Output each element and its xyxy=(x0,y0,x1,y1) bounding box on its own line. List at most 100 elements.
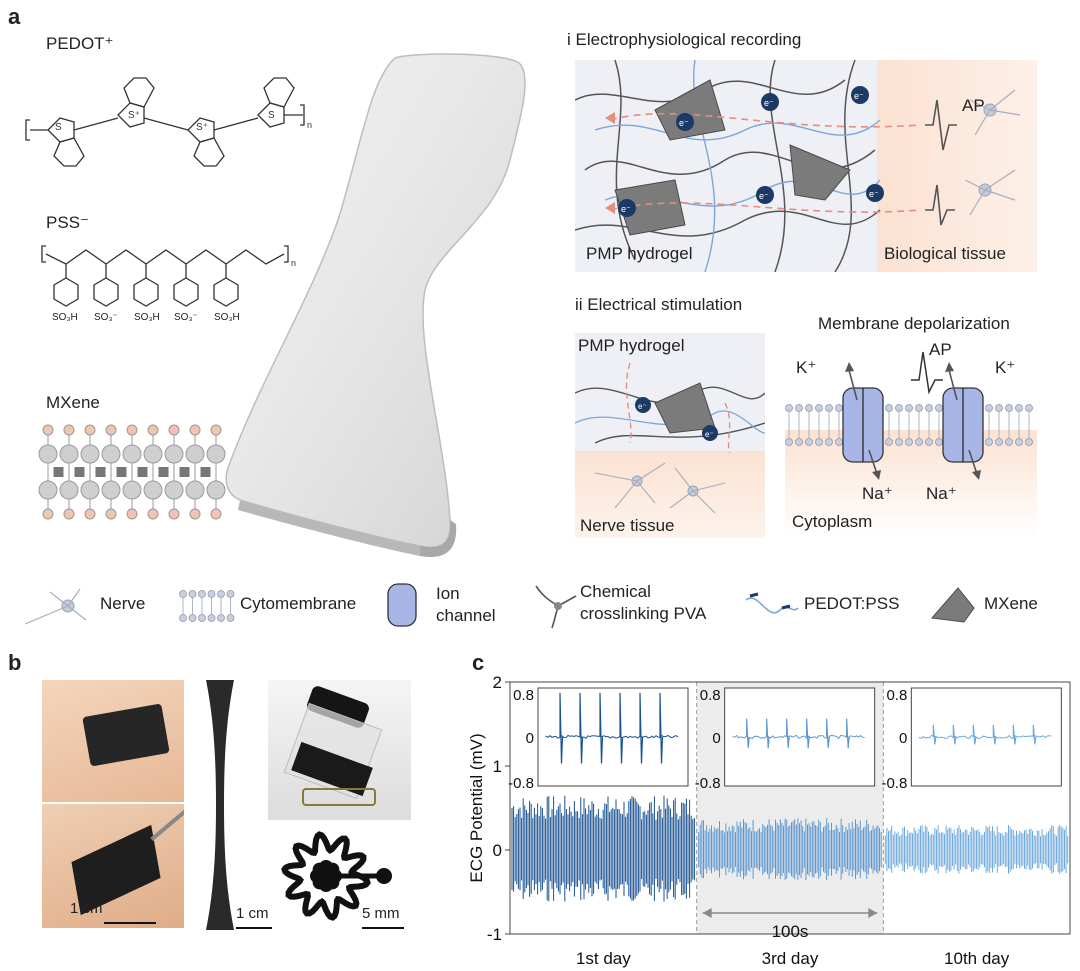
cytoplasm-region xyxy=(785,430,1037,538)
inset-tick-label: 0 xyxy=(712,730,720,747)
mxene-atom-top xyxy=(42,424,54,436)
inset-spike xyxy=(952,724,957,745)
interval-label: 100s xyxy=(772,922,809,941)
lipid-head xyxy=(885,404,893,412)
segment-label: 10th day xyxy=(944,949,1010,968)
k-label-2: K⁺ xyxy=(995,358,1016,377)
serpentine-ring xyxy=(281,831,371,921)
lipid-head xyxy=(226,590,235,598)
na-arrow xyxy=(968,449,978,475)
mxene-atom-top xyxy=(147,424,159,436)
mxene-icon xyxy=(931,587,975,623)
mxene-atom-metal xyxy=(206,444,226,464)
inset-tick-label: -0.8 xyxy=(881,775,907,792)
pss-structure: n xyxy=(41,245,296,307)
mxene-atom-metal xyxy=(143,480,163,500)
lipid-head xyxy=(1015,438,1023,446)
y-axis-label: ECG Potential (mV) xyxy=(470,733,486,882)
lipid-head xyxy=(835,404,843,412)
inset-tick-label: 0.8 xyxy=(886,687,907,704)
stim-network: e⁻ e⁻ xyxy=(575,362,765,514)
pss-group-3: SO₃H xyxy=(134,312,160,323)
hydrogel-strip xyxy=(225,53,526,557)
mxene-atom-top xyxy=(168,424,180,436)
lipid-head xyxy=(785,404,793,412)
electrode-pad xyxy=(376,868,392,884)
mxene-atom-metal xyxy=(206,480,226,500)
lipid-head xyxy=(179,614,187,622)
inset-tick-label: 0.8 xyxy=(700,687,721,704)
ion-channel-icon xyxy=(387,583,417,627)
inset-spike xyxy=(826,718,830,749)
cytomembrane-icon xyxy=(179,590,235,622)
k-label-1: K⁺ xyxy=(796,358,817,377)
svg-text:e⁻: e⁻ xyxy=(638,402,647,411)
lipid-head xyxy=(226,614,235,622)
scale-bar-1 xyxy=(104,922,156,924)
svg-text:S: S xyxy=(55,122,62,133)
mxene-atom-metal xyxy=(185,444,205,464)
scale-label-3: 5 mm xyxy=(362,905,400,922)
inset-tick-label: 0.8 xyxy=(513,687,534,704)
mxene-atom-metal xyxy=(143,444,163,464)
inset-spike xyxy=(559,692,564,764)
membrane-diagram xyxy=(785,351,1033,480)
mxene-atom-metal xyxy=(185,480,205,500)
ecg-trace xyxy=(884,824,1069,874)
mxene-atom-carbon xyxy=(95,467,106,477)
mxene-atom-metal xyxy=(101,444,121,464)
svg-text:e⁻: e⁻ xyxy=(621,204,631,214)
pedot-label: PEDOT⁺ xyxy=(46,34,114,53)
lipid-head xyxy=(995,438,1003,446)
membrane-title: Membrane depolarization xyxy=(818,314,1010,333)
mxene-atom-metal xyxy=(122,444,142,464)
inset-baseline xyxy=(732,734,865,740)
lipid-head xyxy=(188,590,197,598)
svg-text:e⁻: e⁻ xyxy=(759,191,769,201)
scale-bar-3 xyxy=(362,927,404,929)
svg-text:e⁻: e⁻ xyxy=(869,189,879,199)
legend-cytomembrane-label: Cytomembrane xyxy=(240,594,357,613)
svg-text:e⁻: e⁻ xyxy=(679,118,689,128)
inset-spike xyxy=(1012,724,1017,745)
panel-letter-c: c xyxy=(472,650,485,675)
mxene-atom-top xyxy=(189,424,201,436)
scale-label-1: 1 cm xyxy=(70,900,103,917)
stim-tissue-region xyxy=(575,451,765,538)
lipid-head xyxy=(815,404,823,412)
svg-text:S: S xyxy=(268,110,275,121)
inset-spike xyxy=(846,718,850,749)
lipid-head xyxy=(915,404,923,412)
mxene-atom-metal xyxy=(164,444,184,464)
nerve-icon xyxy=(24,588,87,625)
lipid-head xyxy=(825,404,833,412)
mxene-atom-top xyxy=(84,424,96,436)
tweezers xyxy=(150,807,184,841)
inset-spike xyxy=(639,692,644,764)
lipid-head xyxy=(835,438,843,446)
inset-spike xyxy=(766,718,770,749)
inset-baseline xyxy=(545,734,679,739)
pedot-pss-icon xyxy=(745,592,799,614)
na-label-1: Na⁺ xyxy=(862,484,893,503)
svg-text:e⁻: e⁻ xyxy=(764,98,774,108)
lipid-head xyxy=(935,438,943,446)
mxene-atom-carbon xyxy=(179,467,190,477)
mxene-lattice xyxy=(38,424,226,520)
y-tick-label: 0 xyxy=(493,841,502,860)
inset-tick-label: 0 xyxy=(899,730,907,747)
photo-skin-attached xyxy=(42,680,184,802)
lipid-head xyxy=(198,590,206,598)
lipid-head xyxy=(895,438,903,446)
cytoplasm-label: Cytoplasm xyxy=(792,512,873,531)
inset-tick-label: -0.8 xyxy=(695,775,721,792)
mxene-atom-metal xyxy=(164,480,184,500)
lipid-head xyxy=(935,404,943,412)
mxene-atom-metal xyxy=(59,480,79,500)
inset-baseline xyxy=(918,734,1052,740)
k-arrow xyxy=(948,369,958,401)
pva-crosslink-icon xyxy=(535,585,577,629)
mxene-atom-metal xyxy=(80,444,100,464)
inset-spike xyxy=(1032,724,1037,745)
legend-nerve-label: Nerve xyxy=(100,594,146,613)
